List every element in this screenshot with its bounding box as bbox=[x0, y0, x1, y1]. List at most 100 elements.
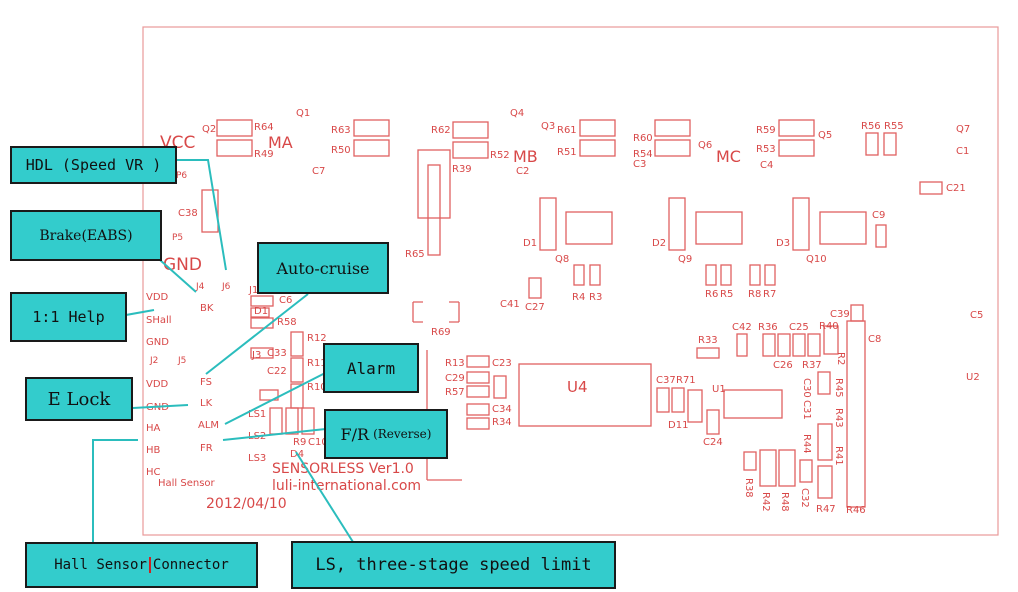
svg-text:R51: R51 bbox=[557, 147, 577, 158]
svg-text:R43: R43 bbox=[833, 408, 844, 428]
svg-text:R59: R59 bbox=[756, 125, 776, 136]
svg-text:R6: R6 bbox=[705, 289, 718, 300]
svg-text:C32: C32 bbox=[799, 488, 810, 508]
svg-text:C33: C33 bbox=[267, 348, 287, 359]
u4-ref-labels: R13 C23 C29 R57 C34 R34 bbox=[445, 358, 512, 428]
svg-text:C31: C31 bbox=[801, 400, 812, 420]
svg-text:D3: D3 bbox=[776, 238, 790, 249]
top-ref-labels: R64 R49 R63 R50 R62 R52 R39 R61 R51 R60 … bbox=[202, 108, 970, 194]
callout-help: 1:1 Help bbox=[10, 292, 127, 342]
svg-text:C6: C6 bbox=[279, 295, 292, 306]
svg-text:ALM: ALM bbox=[198, 420, 219, 431]
svg-text:R44: R44 bbox=[801, 434, 812, 454]
svg-text:R5: R5 bbox=[720, 289, 733, 300]
svg-text:R36: R36 bbox=[758, 322, 778, 333]
leader-lines bbox=[92, 159, 354, 543]
svg-text:R60: R60 bbox=[633, 133, 653, 144]
svg-text:C4: C4 bbox=[760, 160, 773, 171]
svg-text:R4: R4 bbox=[572, 292, 585, 303]
callout-brake-text: Brake(EABS) bbox=[39, 227, 133, 244]
svg-text:C30: C30 bbox=[801, 378, 812, 398]
callout-fr-sub: (Reverse) bbox=[373, 427, 432, 441]
svg-text:C42: C42 bbox=[732, 322, 752, 333]
svg-text:Q4: Q4 bbox=[510, 108, 524, 119]
svg-text:J3: J3 bbox=[251, 350, 261, 361]
svg-text:R37: R37 bbox=[802, 360, 822, 371]
svg-text:R62: R62 bbox=[431, 125, 451, 136]
callout-autocruise-text: Auto-cruise bbox=[276, 258, 370, 278]
svg-text:C3: C3 bbox=[633, 159, 646, 170]
svg-text:Q6: Q6 bbox=[698, 140, 712, 151]
svg-text:LS1: LS1 bbox=[248, 409, 266, 420]
svg-text:D11: D11 bbox=[668, 420, 688, 431]
svg-text:R3: R3 bbox=[589, 292, 602, 303]
svg-text:R52: R52 bbox=[490, 150, 510, 161]
svg-text:R12: R12 bbox=[307, 333, 327, 344]
svg-text:D1: D1 bbox=[254, 306, 268, 317]
svg-text:Q7: Q7 bbox=[956, 124, 970, 135]
power-stage bbox=[201, 149, 887, 323]
callout-autocruise: Auto-cruise bbox=[257, 242, 389, 294]
svg-text:P5: P5 bbox=[172, 233, 183, 243]
svg-text:R48: R48 bbox=[779, 492, 790, 512]
svg-text:C10: C10 bbox=[308, 437, 328, 448]
callout-alarm: Alarm bbox=[323, 343, 419, 393]
svg-text:R9: R9 bbox=[293, 437, 306, 448]
svg-text:J1: J1 bbox=[248, 285, 258, 296]
svg-text:R54: R54 bbox=[633, 149, 653, 160]
svg-text:R45: R45 bbox=[833, 378, 844, 398]
svg-text:D2: D2 bbox=[652, 238, 666, 249]
svg-text:C37: C37 bbox=[656, 375, 676, 386]
callout-fr: F/R (Reverse) bbox=[324, 409, 448, 459]
hall-sensor-silk: Hall Sensor bbox=[158, 478, 216, 489]
svg-text:R69: R69 bbox=[431, 327, 451, 338]
svg-text:VDD: VDD bbox=[146, 379, 169, 390]
phase-mb: MB bbox=[513, 147, 538, 166]
svg-text:C1: C1 bbox=[956, 146, 969, 157]
callout-alarm-text: Alarm bbox=[346, 358, 396, 378]
svg-text:R13: R13 bbox=[445, 358, 465, 369]
svg-text:Q3: Q3 bbox=[541, 121, 555, 132]
svg-text:J6: J6 bbox=[221, 282, 231, 292]
board-outline bbox=[142, 26, 999, 536]
svg-text:J2: J2 bbox=[149, 356, 158, 366]
svg-text:R8: R8 bbox=[748, 289, 761, 300]
svg-text:C26: C26 bbox=[773, 360, 793, 371]
gnd-label: GND bbox=[163, 255, 202, 275]
svg-text:HB: HB bbox=[146, 445, 161, 456]
svg-text:C21: C21 bbox=[946, 183, 966, 194]
svg-text:Q1: Q1 bbox=[296, 108, 310, 119]
svg-text:R61: R61 bbox=[557, 125, 577, 136]
callout-elock: E Lock bbox=[25, 377, 133, 421]
svg-text:R46: R46 bbox=[846, 505, 866, 516]
callout-ls-text: LS, three-stage speed limit bbox=[315, 555, 592, 575]
svg-text:R38: R38 bbox=[743, 478, 754, 498]
svg-text:C24: C24 bbox=[703, 437, 723, 448]
svg-text:R64: R64 bbox=[254, 122, 274, 133]
svg-text:Q9: Q9 bbox=[678, 254, 692, 265]
svg-text:R56: R56 bbox=[861, 121, 881, 132]
svg-text:VDD: VDD bbox=[146, 292, 169, 303]
svg-text:C23: C23 bbox=[492, 358, 512, 369]
svg-text:GND: GND bbox=[146, 337, 169, 348]
svg-text:R10: R10 bbox=[307, 382, 327, 393]
svg-text:HC: HC bbox=[146, 467, 161, 478]
svg-text:U2: U2 bbox=[966, 372, 980, 383]
connector-names: J4 J6 J2 J5 P6 P5 bbox=[149, 171, 231, 366]
top-resistors bbox=[216, 119, 943, 195]
svg-text:R57: R57 bbox=[445, 387, 465, 398]
svg-text:Q8: Q8 bbox=[555, 254, 569, 265]
right-components bbox=[656, 304, 866, 508]
svg-text:Q10: Q10 bbox=[806, 254, 827, 265]
svg-text:J4: J4 bbox=[195, 282, 205, 292]
svg-text:C22: C22 bbox=[267, 366, 287, 377]
callout-elock-text: E Lock bbox=[47, 388, 111, 410]
right-ref-labels: C39 C8 R40 R2 R45 R43 R41 R46 R47 R48 R4… bbox=[656, 309, 980, 516]
svg-text:R11: R11 bbox=[307, 358, 327, 369]
callout-hall-text-a: Hall Sensor bbox=[54, 557, 151, 573]
callout-ls: LS, three-stage speed limit bbox=[291, 541, 616, 589]
svg-text:P6: P6 bbox=[176, 171, 187, 181]
svg-text:R50: R50 bbox=[331, 145, 351, 156]
svg-text:R42: R42 bbox=[760, 492, 771, 512]
